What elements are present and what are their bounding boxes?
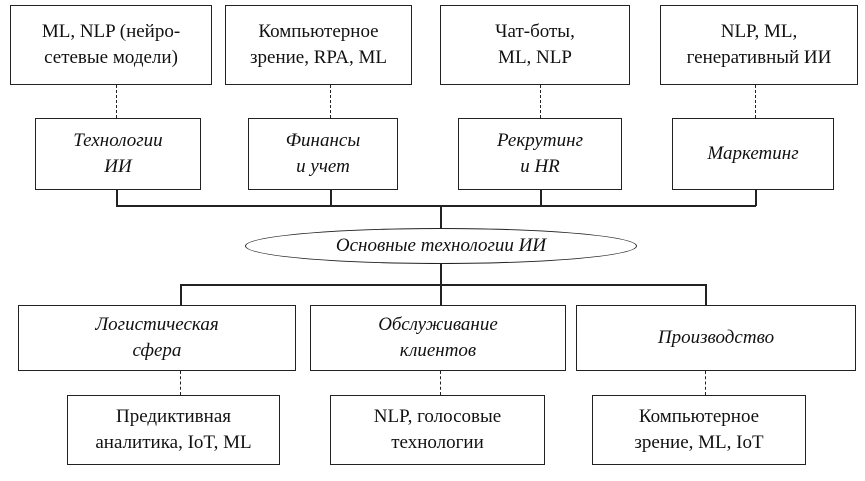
tech-label: Компьютерное зрение, ML, IoT (634, 406, 764, 453)
area-box-manufacturing: Производство (576, 305, 856, 371)
tech-label: Компьютерное зрение, RPA, ML (250, 21, 387, 68)
area-label: Технологии ИИ (73, 130, 163, 177)
area-box-ai-tech: Технологии ИИ (35, 118, 201, 190)
tech-box-1: ML, NLP (нейро- сетевые модели) (10, 5, 212, 85)
top-bus-line (116, 205, 756, 207)
tech-label: Предиктивная аналитика, IoT, ML (95, 406, 252, 453)
connector-line (755, 190, 757, 206)
dashed-connector (330, 85, 331, 118)
center-ellipse: Основные технологии ИИ (245, 228, 637, 264)
area-box-hr: Рекрутинг и HR (458, 118, 622, 190)
area-label: Рекрутинг и HR (497, 130, 583, 177)
connector-line (116, 190, 118, 206)
bottom-bus-line (180, 284, 706, 286)
tech-label: NLP, голосовые технологии (373, 406, 502, 453)
center-label: Основные технологии ИИ (335, 235, 547, 256)
area-label: Логистическая сфера (95, 314, 219, 361)
area-label: Производство (657, 327, 775, 348)
connector-line (180, 284, 182, 305)
dashed-connector (540, 85, 541, 118)
tech-box-3: Чат-боты, ML, NLP (440, 5, 630, 85)
tech-box-5: Предиктивная аналитика, IoT, ML (67, 395, 280, 465)
area-box-finance: Финансы и учет (248, 118, 398, 190)
tech-label: NLP, ML, генеративный ИИ (686, 21, 832, 68)
tech-box-2: Компьютерное зрение, RPA, ML (225, 5, 412, 85)
tech-label: Чат-боты, ML, NLP (495, 21, 575, 68)
area-label: Маркетинг (707, 143, 799, 164)
area-label: Финансы и учет (285, 130, 361, 177)
dashed-connector (440, 371, 441, 395)
connector-line (540, 190, 542, 206)
area-box-customer-service: Обслуживание клиентов (310, 305, 566, 371)
area-label: Обслуживание клиентов (378, 314, 498, 361)
dashed-connector (180, 371, 181, 395)
tech-box-4: NLP, ML, генеративный ИИ (660, 5, 858, 85)
connector-line (705, 284, 707, 305)
dashed-connector (705, 371, 706, 395)
area-box-marketing: Маркетинг (672, 118, 834, 190)
tech-label: ML, NLP (нейро- сетевые модели) (41, 21, 181, 68)
dashed-connector (116, 85, 117, 118)
connector-line (330, 190, 332, 206)
dashed-connector (755, 85, 756, 118)
tech-box-6: NLP, голосовые технологии (330, 395, 545, 465)
connector-line (440, 205, 442, 228)
tech-box-7: Компьютерное зрение, ML, IoT (592, 395, 806, 465)
area-box-logistics: Логистическая сфера (18, 305, 296, 371)
